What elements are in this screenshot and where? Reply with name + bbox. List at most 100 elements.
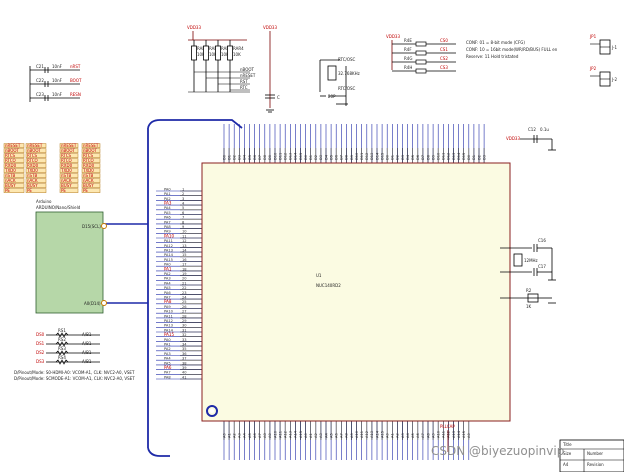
bl-res-ref: RS3 (58, 346, 66, 351)
bl-res-pin: A/B1 (82, 332, 92, 337)
chip-pin-net: PA2 (164, 272, 171, 276)
left-net-label-2: nACK (27, 178, 38, 183)
jumper-label: J-1 (611, 45, 617, 50)
rbank-val: 10K (233, 52, 241, 57)
right-cap-ref: C12 (528, 127, 536, 132)
chip-top-net: D0 (304, 154, 308, 160)
chip-pin-num: 10 (182, 230, 187, 234)
chip-pin-num: 36 (182, 352, 187, 356)
chip-top-net: D4 (324, 154, 328, 160)
chip-top-net: D12 (447, 153, 451, 160)
chip-top-net: D9 (431, 154, 435, 160)
left-net-label: RTCO (5, 158, 16, 163)
chip-pin-num: 21 (182, 281, 187, 285)
chip-bottom-net: A8 (426, 433, 430, 438)
chip-top-net: D8 (426, 154, 430, 160)
bottom-power: PLLCAP (440, 424, 455, 452)
chip-pin-net: PA10 (164, 233, 174, 238)
chip-pin-num: 19 (182, 272, 187, 276)
rbank-net: RTC (240, 85, 248, 90)
chip-pin-num: 32 (182, 333, 187, 337)
chip-pin-net: PA7 (164, 220, 171, 224)
left-net-label-2: nBOOT (27, 148, 42, 153)
chip-pin-num: 30 (182, 324, 187, 328)
chip-bottom-net: A2 (233, 433, 237, 438)
chip-bottom-net: A1 (391, 433, 395, 438)
chip-pin-net: PA13 (164, 324, 173, 328)
chip-pin-num: 27 (182, 310, 187, 314)
chip-pin-net: PA7 (164, 371, 171, 375)
chip-pin-num: 16 (182, 258, 187, 262)
left-cap-ref: C23 (36, 92, 44, 97)
chip-bottom-net: A2 (314, 433, 318, 438)
chip-bottom-net: A4 (324, 433, 328, 438)
bl-res-ref: RS1 (58, 328, 66, 333)
chip-top-net: D8 (263, 154, 267, 160)
rbank-val: 10K (209, 52, 217, 57)
rbank-ref: RAR3 (221, 46, 232, 51)
chip-pin-num: 26 (182, 305, 187, 309)
chip-top-net: D2 (233, 155, 237, 160)
watermark-text: CSDN @biyezuopinvip (431, 444, 564, 458)
bottom-left-note: D/Pinout/Mode: S0-HDMI-A0: VCOM-A1, CLK:… (14, 370, 135, 381)
chip-pin-num: 41 (182, 375, 187, 379)
rbank-ref: RAR4 (233, 46, 244, 51)
left-net-label-3: TXD0 (60, 168, 72, 173)
chip-u1: 1PA0PA.0/ADC02PA1PA.1/ADC13PA2PA.2/ADC24… (156, 124, 511, 460)
left-net-label: nACK (5, 178, 16, 183)
left-net-label: nBOOT (5, 148, 20, 153)
left-net-label-2: TXD0 (26, 168, 38, 173)
chip-bottom-net: A8 (263, 433, 267, 438)
left-cap-val: 10nF (52, 92, 63, 97)
crystal-ref-2: RTC/OSC (338, 86, 356, 91)
bl-res-pin: A/B1 (82, 341, 92, 346)
bus-frame (104, 119, 243, 457)
right-xtal-c1: C16 (538, 238, 546, 243)
bl-res-net: DS0 (36, 332, 45, 337)
chip-bottom-net: A7 (421, 433, 425, 438)
chip-bottom-net: A9 (350, 433, 354, 438)
bl-res-net: DS2 (36, 350, 45, 355)
chip-pin-net: PA11 (164, 239, 173, 243)
rbank-net: nBOOT (240, 67, 255, 72)
left-net-label-4: BUSY (83, 183, 94, 188)
chip-top-net: D13 (452, 153, 456, 160)
right-components: VDD33 C12 0.1u 12MHz C16 C17 R2 1K (500, 127, 556, 309)
chip-pin-num: 37 (182, 357, 187, 361)
chip-bottom-net: A14 (375, 430, 379, 438)
bl-note-line: D/Pinout/Mode: S0-HDMI-A0: VCOM-A1, CLK:… (14, 370, 135, 375)
left-net-label: PE (5, 188, 10, 193)
right-res-val: 1K (526, 304, 532, 309)
chip-bottom-net: A12 (365, 431, 369, 438)
chip-top-net: D0 (222, 154, 226, 160)
chip-pin-net: PA5 (164, 361, 171, 365)
chip-bottom-net: A2 (396, 433, 400, 438)
left-net-label-3: RTCO (61, 158, 72, 163)
crystal-ref: RTC/OSC (338, 57, 356, 62)
left-net-label-4: PE (83, 188, 88, 193)
left-net-label: RXD0 (5, 163, 17, 168)
rbank-val: 10K (197, 52, 205, 57)
chip-bottom-net: A7 (340, 433, 344, 438)
left-cap-net: RESN (70, 92, 81, 97)
left-net-label-4: nBOOT (83, 148, 98, 153)
chip-pin-num: 11 (182, 234, 187, 238)
chip-pin-net: PA2 (164, 347, 171, 351)
left-net-label-4: nACK (83, 178, 94, 183)
chip-top-net: D5 (329, 155, 333, 160)
left-cap-val: 10nF (52, 64, 63, 69)
chip-bottom-net: A4 (406, 433, 410, 438)
jumper-ref: JP2 (589, 66, 597, 71)
chip-pin-net: PA7 (164, 296, 171, 300)
chip-pin-net: PA6 (164, 216, 171, 220)
chip-bottom-net: A13 (370, 431, 374, 438)
tr-note-line: CONF: 01 = 8-bit mode (CFG) (466, 40, 525, 45)
rbank-ref: RAR2 (209, 46, 220, 51)
crystal-freq: 32.768KHz (338, 71, 360, 76)
tr-res-ref: R4E (404, 38, 412, 43)
chip-pin-num: 7 (182, 216, 184, 220)
left-net-label: nRESET (5, 143, 21, 148)
left-cap-ref: C21 (36, 64, 44, 69)
chip-top-net: D6 (416, 154, 420, 160)
